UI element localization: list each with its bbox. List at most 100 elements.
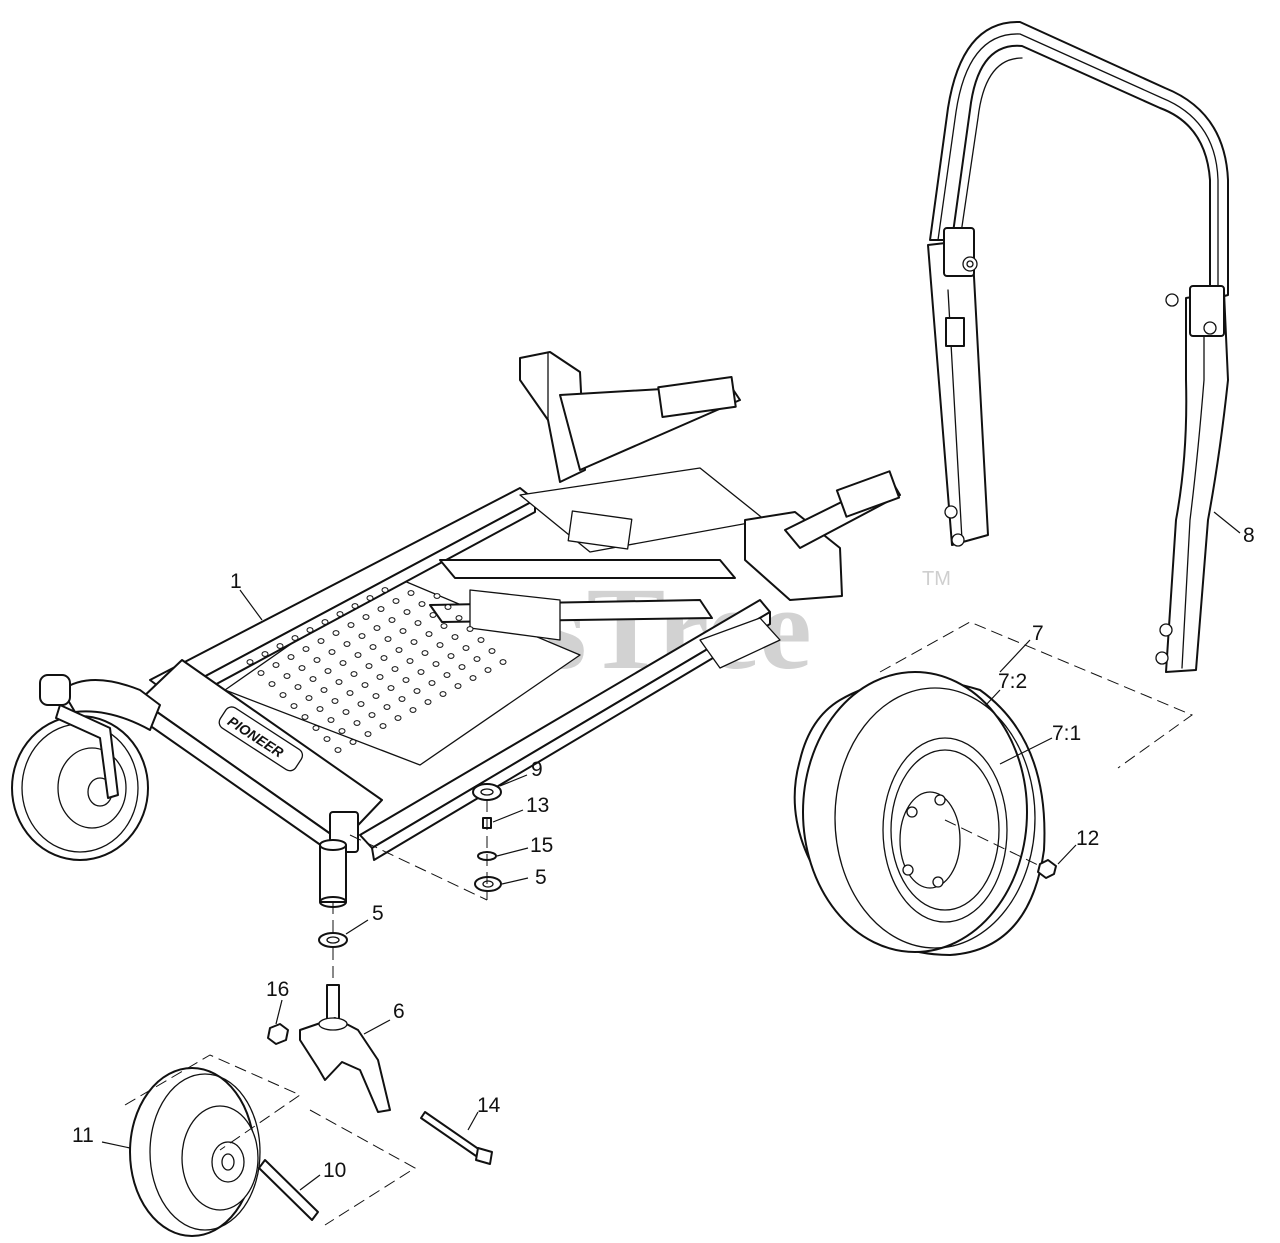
- floor-hole: [373, 625, 381, 631]
- callout-7[interactable]: 7: [1032, 622, 1044, 645]
- floor-hole: [306, 627, 314, 633]
- callout-5-right[interactable]: 5: [535, 866, 547, 889]
- floor-hole: [462, 645, 470, 651]
- floor-hole: [447, 653, 455, 659]
- floor-hole: [246, 659, 254, 665]
- floor-hole: [421, 650, 429, 656]
- floor-hole: [439, 691, 447, 697]
- floor-hole: [350, 671, 358, 677]
- floor-hole: [395, 647, 403, 653]
- caster-wheel[interactable]: [124, 1054, 416, 1237]
- floor-hole: [357, 701, 365, 707]
- callout-15[interactable]: 15: [530, 834, 553, 857]
- callout-12[interactable]: 12: [1076, 827, 1099, 850]
- callout-7-2[interactable]: 7:2: [998, 670, 1027, 693]
- main-frame[interactable]: PIONEER: [61, 351, 901, 861]
- callout-14[interactable]: 14: [477, 1094, 501, 1117]
- leader-lines: [101, 511, 1241, 1191]
- callout-7-1[interactable]: 7:1: [1052, 722, 1081, 745]
- bearing-lower[interactable]: [318, 932, 348, 948]
- floor-hole: [272, 662, 280, 668]
- floor-hole: [383, 704, 391, 710]
- floor-hole: [302, 646, 310, 652]
- floor-hole: [257, 670, 265, 676]
- floor-hole: [347, 622, 355, 628]
- floor-hole: [372, 693, 380, 699]
- floor-hole: [429, 612, 437, 618]
- floor-hole: [488, 648, 496, 654]
- callout-11[interactable]: 11: [72, 1124, 94, 1147]
- floor-hole: [466, 626, 474, 632]
- callout-8[interactable]: 8: [1243, 524, 1255, 547]
- floor-hole: [354, 652, 362, 658]
- floor-hole: [361, 682, 369, 688]
- floor-hole: [425, 631, 433, 637]
- lock-nut[interactable]: [267, 1023, 289, 1045]
- floor-hole: [324, 668, 332, 674]
- floor-hole: [362, 614, 370, 620]
- floor-hole: [394, 715, 402, 721]
- floor-hole: [409, 707, 417, 713]
- left-caster-wheel[interactable]: [11, 674, 149, 861]
- floor-hole: [294, 684, 302, 690]
- callout-9[interactable]: 9: [531, 758, 543, 781]
- callout-1[interactable]: 1: [230, 570, 242, 593]
- callout-13[interactable]: 13: [526, 794, 549, 817]
- floor-hole: [327, 717, 335, 723]
- floor-hole: [351, 603, 359, 609]
- floor-hole: [406, 658, 414, 664]
- axle-spacer[interactable]: [258, 1159, 319, 1221]
- floor-hole: [384, 636, 392, 642]
- floor-hole: [261, 651, 269, 657]
- floor-hole: [316, 706, 324, 712]
- floor-hole: [380, 655, 388, 661]
- floor-hole: [414, 620, 422, 626]
- watermark-trademark: TM: [922, 568, 951, 590]
- caster-fork[interactable]: [299, 984, 391, 1113]
- floor-hole: [391, 666, 399, 672]
- floor-hole: [268, 681, 276, 687]
- floor-hole: [317, 638, 325, 644]
- floor-hole: [334, 747, 342, 753]
- callouts: 1 9 13 15 5 5 16 6 14 11 10 7 7:2 7:1 12…: [72, 524, 1255, 1182]
- caster-hardware: [258, 783, 502, 1221]
- floor-hole: [417, 669, 425, 675]
- floor-hole: [433, 593, 441, 599]
- floor-hole: [287, 654, 295, 660]
- floor-hole: [381, 587, 389, 593]
- floor-hole: [346, 690, 354, 696]
- floor-hole: [387, 685, 395, 691]
- callout-10[interactable]: 10: [323, 1159, 346, 1182]
- floor-hole: [320, 687, 328, 693]
- floor-hole: [403, 609, 411, 615]
- lug-nut[interactable]: [1037, 859, 1057, 879]
- floor-hole: [473, 656, 481, 662]
- floor-hole: [399, 628, 407, 634]
- floor-hole: [379, 723, 387, 729]
- callout-5-lower[interactable]: 5: [372, 902, 384, 925]
- roll-bar[interactable]: [927, 20, 1229, 673]
- floor-hole: [358, 633, 366, 639]
- callout-16[interactable]: 16: [266, 978, 289, 1001]
- axle-bolt[interactable]: [420, 1111, 493, 1165]
- floor-hole: [309, 676, 317, 682]
- floor-hole: [432, 661, 440, 667]
- drive-wheel[interactable]: [793, 621, 1194, 956]
- callout-6[interactable]: 6: [393, 1000, 405, 1023]
- floor-hole: [392, 598, 400, 604]
- floor-hole: [398, 696, 406, 702]
- floor-hole: [323, 736, 331, 742]
- bearing-upper[interactable]: [472, 783, 502, 801]
- floor-hole: [458, 664, 466, 670]
- floor-hole: [339, 660, 347, 666]
- bearing-right[interactable]: [474, 876, 502, 892]
- floor-hole: [469, 675, 477, 681]
- floor-perforations: [246, 587, 507, 753]
- floor-hole: [338, 728, 346, 734]
- floor-hole: [365, 663, 373, 669]
- floor-hole: [444, 604, 452, 610]
- floor-hole: [413, 688, 421, 694]
- floor-hole: [279, 692, 287, 698]
- floor-hole: [321, 619, 329, 625]
- floor-hole: [332, 630, 340, 636]
